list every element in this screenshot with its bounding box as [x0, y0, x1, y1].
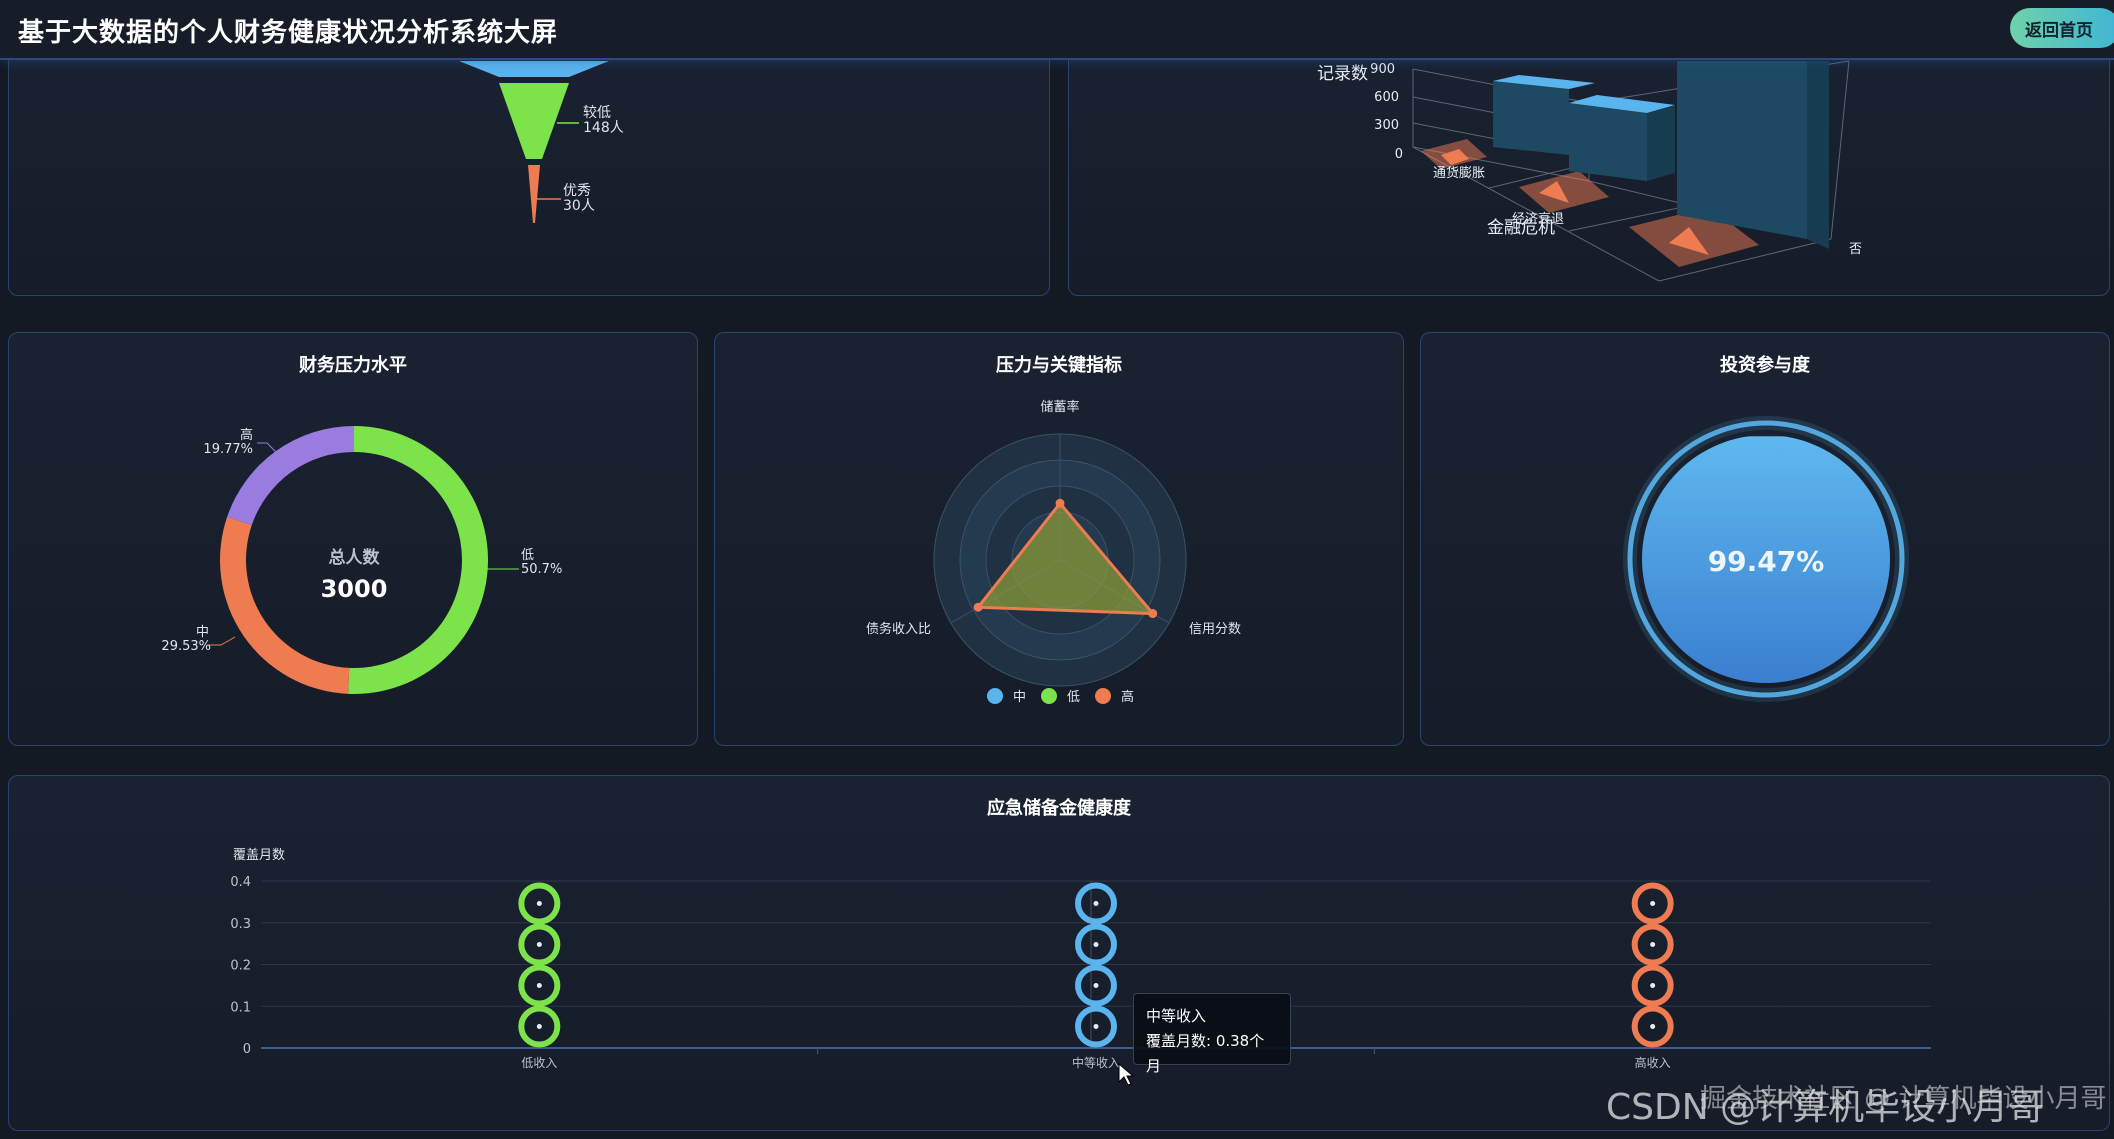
funnel-segment-low[interactable]	[499, 83, 569, 159]
funnel-segment-excellent[interactable]	[528, 165, 540, 223]
radar-indicator-credit: 信用分数	[1189, 622, 1241, 637]
radar-point-0[interactable]	[1055, 498, 1065, 508]
bar3d-x-label: 经济衰退	[1512, 211, 1564, 227]
mouse-cursor-icon	[1118, 1062, 1135, 1086]
radar-point-1[interactable]	[1148, 609, 1158, 619]
radar-chart: 储蓄率 信用分数 债务收入比 中 低 高	[866, 399, 1241, 705]
donut-center-label: 总人数	[329, 547, 381, 568]
watermark-juejin: 掘金技术社区 @ 计算机毕设小月哥	[1700, 1084, 2107, 1114]
bar3d-bar-1[interactable]	[1493, 81, 1569, 155]
watermark-csdn: CSDN @计算机毕设小月哥	[1606, 1087, 2045, 1128]
radar-legend: 中 低 高	[987, 688, 1134, 705]
pressure-panel: 财务压力水平 总人数 3000 低 50.7% 中 29.53% 高 19.77…	[8, 332, 698, 746]
emergency-chart: 覆盖月数 00.10.20.30.4 低收入中等收入高收入	[230, 848, 1931, 1070]
radar-indicator-debt: 债务收入比	[866, 621, 931, 637]
bar3d-depth-label: 否	[1849, 242, 1862, 257]
y-tick-label: 0	[243, 1042, 251, 1057]
bar3d-x-label: 金融危机	[1487, 218, 1555, 238]
bar3d-bar-3[interactable]	[1677, 61, 1807, 239]
radar-title: 压力与关键指标	[996, 355, 1122, 376]
radar-panel: 压力与关键指标 储蓄率 信用分数 债务收入比 中 低 高	[714, 332, 1404, 746]
donut-label-low: 低	[521, 548, 534, 563]
pressure-donut-chart: 总人数 3000 低 50.7% 中 29.53% 高 19.77%	[161, 426, 562, 694]
y-axis-label: 覆盖月数	[233, 848, 285, 863]
donut-slice-2[interactable]	[227, 426, 354, 526]
y-tick-label: 0.4	[230, 875, 251, 890]
y-tick-label: 0.2	[230, 959, 251, 974]
home-button[interactable]: 返回首页	[2010, 8, 2114, 48]
invest-title: 投资参与度	[1720, 355, 1810, 376]
bar3d-y-axis-label: 记录数	[1317, 64, 1368, 84]
donut-percent-mid: 29.53%	[161, 639, 211, 654]
bar3d-y-tick: 300	[1374, 118, 1399, 133]
bar3d-chart: 记录数 900 600 300 0 通货膨胀 经济衰退 金融危机 否	[1317, 60, 1862, 282]
emergency-bar-0[interactable]	[518, 882, 561, 1048]
x-tick-label: 高收入	[1635, 1055, 1671, 1070]
funnel-label-low: 较低	[583, 105, 611, 121]
donut-center-value: 3000	[321, 575, 388, 603]
legend-dot-high[interactable]	[1095, 688, 1111, 704]
donut-label-high: 高	[240, 427, 253, 443]
donut-percent-high: 19.77%	[203, 442, 253, 457]
tooltip-value: 覆盖月数: 0.38个月	[1146, 1032, 1265, 1075]
bar3d-y-tick: 900	[1370, 62, 1395, 77]
legend-label-high[interactable]: 高	[1121, 689, 1134, 705]
x-tick-label: 低收入	[521, 1056, 557, 1070]
bar3d-y-tick: 0	[1395, 147, 1403, 162]
pressure-title: 财务压力水平	[299, 355, 407, 376]
emergency-bar-1[interactable]	[1075, 882, 1117, 1048]
funnel-label-excellent: 优秀	[563, 183, 591, 199]
legend-label-mid[interactable]: 中	[1013, 690, 1026, 705]
funnel-chart: 较低 148人 优秀 30人	[459, 61, 624, 223]
page-title: 基于大数据的个人财务健康状况分析系统大屏	[18, 18, 559, 48]
bar3d-y-tick: 600	[1374, 90, 1399, 105]
invest-gauge: 99.47%	[1623, 416, 1909, 702]
radar-series-high[interactable]	[975, 500, 1157, 616]
legend-label-low[interactable]: 低	[1067, 690, 1080, 705]
invest-panel: 投资参与度 99.47%	[1420, 332, 2110, 746]
top-bar: 基于大数据的个人财务健康状况分析系统大屏 返回首页	[0, 0, 2114, 60]
funnel-value-excellent: 30人	[563, 198, 595, 214]
legend-dot-low[interactable]	[1041, 688, 1057, 704]
tooltip-category: 中等收入	[1146, 1007, 1207, 1025]
donut-slice-1[interactable]	[220, 516, 350, 694]
donut-slice-0[interactable]	[348, 426, 488, 694]
funnel-value-low: 148人	[583, 120, 624, 136]
bar3d-bar-2[interactable]	[1569, 103, 1647, 181]
legend-dot-mid[interactable]	[987, 688, 1003, 704]
donut-percent-low: 50.7%	[521, 562, 562, 577]
x-tick-label: 中等收入	[1072, 1055, 1120, 1070]
funnel-segment-top[interactable]	[459, 61, 609, 77]
y-tick-label: 0.3	[230, 917, 251, 932]
invest-liquid-fill	[1642, 436, 1890, 683]
donut-label-mid: 中	[196, 625, 209, 640]
invest-value: 99.47%	[1708, 545, 1825, 578]
y-tick-label: 0.1	[230, 1000, 251, 1015]
emergency-bar-2[interactable]	[1631, 882, 1674, 1048]
emergency-title: 应急储备金健康度	[987, 798, 1131, 819]
funnel-panel: 较低 148人 优秀 30人	[8, 30, 1050, 296]
bar3d-x-label: 通货膨胀	[1433, 165, 1485, 181]
radar-indicator-savings: 储蓄率	[1040, 399, 1079, 415]
radar-point-2[interactable]	[973, 602, 983, 612]
bar3d-panel: 记录数 900 600 300 0 通货膨胀 经济衰退 金融危机 否	[1068, 30, 2110, 296]
chart-tooltip: 中等收入 覆盖月数: 0.38个月	[1133, 993, 1291, 1075]
